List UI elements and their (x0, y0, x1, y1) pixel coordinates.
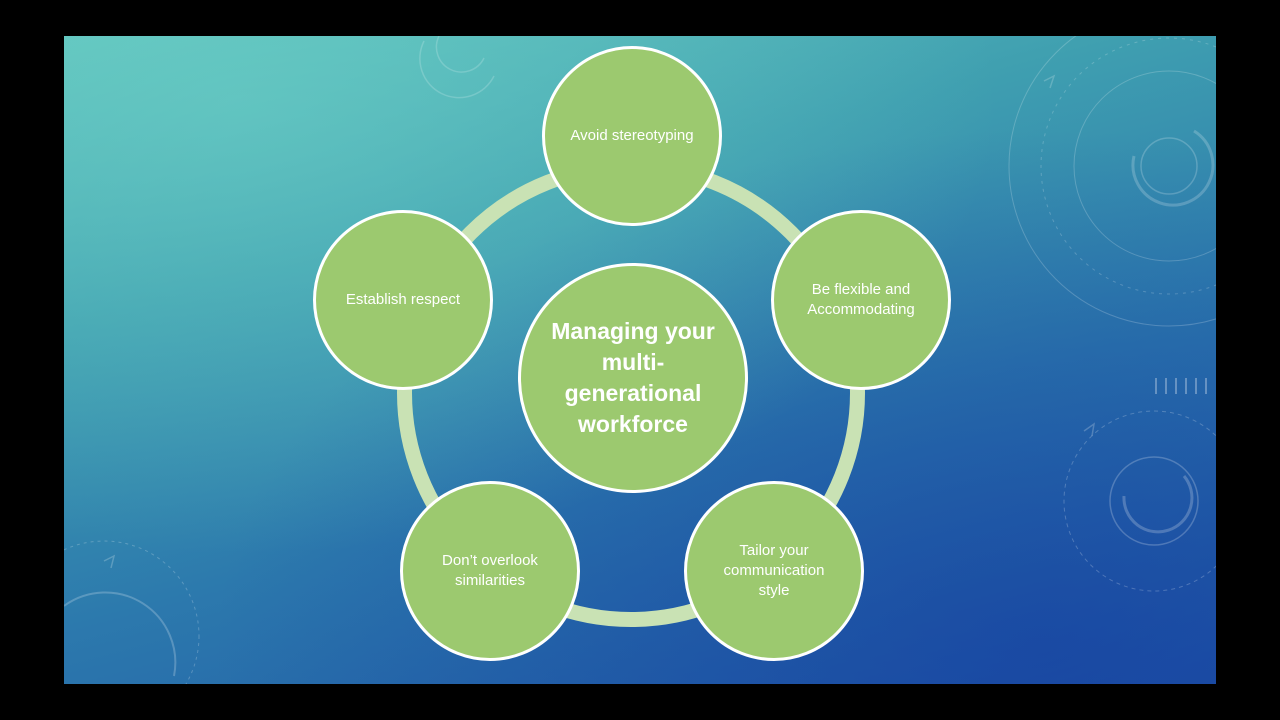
node-label: Avoid stereotyping (570, 127, 694, 144)
node-establish-respect: Establish respect (313, 210, 493, 390)
node-label: Be flexible and Accommodating (807, 281, 915, 318)
node-dont-overlook-similarities: Don’t overlook similarities (400, 481, 580, 661)
slide: Avoid stereotyping Be flexible and Accom… (64, 36, 1216, 684)
node-tailor-communication: Tailor your communication style (684, 481, 864, 661)
center-node: Managing your multi-generational workfor… (518, 263, 748, 493)
node-label: Establish respect (345, 291, 461, 308)
node-be-flexible: Be flexible and Accommodating (771, 210, 951, 390)
node-label: Don’t overlook similarities (442, 552, 538, 589)
cycle-diagram: Avoid stereotyping Be flexible and Accom… (64, 36, 1216, 684)
node-avoid-stereotyping: Avoid stereotyping (542, 46, 722, 226)
node-label: Tailor your communication style (723, 542, 825, 599)
center-label: Managing your multi-generational workfor… (551, 318, 715, 437)
